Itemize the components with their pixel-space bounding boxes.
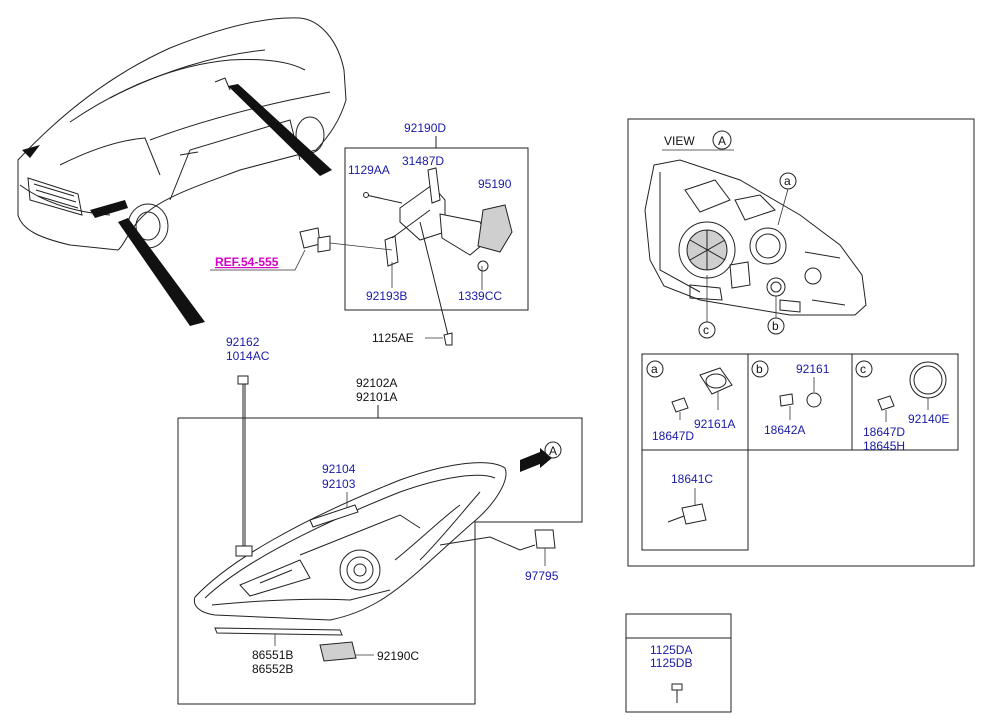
connector-97795 [534, 529, 556, 549]
label-1125DA: 1125DA [650, 643, 692, 657]
label-86552B: 86552B [252, 662, 293, 676]
bolt-92162 [237, 375, 249, 385]
bulb-18647D-c [877, 395, 895, 411]
label-1125DB: 1125DB [650, 656, 692, 670]
callout-a-letter: a [784, 174, 791, 188]
cap-92161A [699, 367, 733, 395]
bolt-1125AE [443, 332, 453, 346]
label-92161: 92161 [796, 362, 830, 376]
socket-92161 [806, 392, 822, 408]
label-1014AC: 1014AC [226, 349, 270, 363]
view-marker-a-letter: A [549, 444, 557, 458]
trim-92104 [309, 504, 359, 528]
module-92190C [319, 641, 357, 662]
detail-a-tag: a [651, 362, 658, 376]
detail-b-tag: b [756, 362, 763, 376]
label-97795: 97795 [525, 569, 559, 583]
view-marker-letter: A [718, 134, 726, 148]
label-18647D-a: 18647D [652, 429, 694, 443]
cap-92140E [909, 361, 947, 399]
detail-c-tag: c [860, 362, 866, 376]
detail-a: a 92161A 18647D [646, 360, 735, 443]
strip-86551B [214, 627, 343, 636]
view-marker-a [544, 441, 562, 459]
label-1129AA: 1129AA [348, 163, 390, 177]
label-92190C: 92190C [377, 649, 419, 663]
label-92103: 92103 [322, 477, 356, 491]
label-92190D: 92190D [404, 121, 446, 135]
view-a-panel: VIEW A a c b [627, 118, 975, 567]
callout-c-letter: c [703, 323, 709, 337]
headlamp-assembly-group: 92102A 92101A 92162 1014AC 92104 92103 A… [177, 335, 583, 705]
detail-hid-bulb: 18641C [667, 472, 713, 525]
label-92161A: 92161A [694, 417, 735, 431]
label-18647D-c: 18647D [863, 425, 905, 439]
reference-link[interactable]: REF.54-555 [210, 227, 393, 271]
label-92104: 92104 [322, 462, 356, 476]
connector-group-97795: 97795 [439, 529, 559, 583]
link-92193B [384, 235, 399, 267]
bulb-18641C [681, 503, 707, 525]
label-18642A: 18642A [764, 423, 805, 437]
view-direction-arrow-icon [520, 448, 552, 472]
bulb-18642A [779, 393, 794, 407]
headlamp-rear-view [644, 159, 867, 316]
bolt-1125DA [671, 683, 683, 691]
label-92101A: 92101A [356, 390, 397, 404]
car-illustration [17, 17, 347, 326]
label-18645H: 18645H [863, 439, 905, 453]
bracket-assembly-group: 92190D 1129AA 31487D 95190 92193B 1339CC… [344, 121, 529, 346]
bolt-box: 1125DA 1125DB [625, 613, 732, 713]
label-86551B: 86551B [252, 648, 293, 662]
label-92193B: 92193B [366, 289, 407, 303]
label-18641C: 18641C [671, 472, 713, 486]
bulb-18647D-a [671, 397, 689, 413]
bracket-cover-95190 [477, 204, 513, 253]
view-title: VIEW [664, 134, 695, 148]
headlamp-housing [193, 462, 507, 621]
nut-1339CC [477, 260, 489, 272]
label-1339CC: 1339CC [458, 289, 502, 303]
detail-b: b 92161 18642A [751, 360, 830, 437]
label-92102A: 92102A [356, 376, 397, 390]
label-95190: 95190 [478, 177, 512, 191]
callout-b-letter: b [772, 319, 779, 333]
label-92140E: 92140E [908, 412, 949, 426]
label-31487D: 31487D [402, 154, 444, 168]
label-92162: 92162 [226, 335, 260, 349]
detail-c: c 92140E 18647D 18645H [855, 360, 949, 453]
label-ref-54-555[interactable]: REF.54-555 [215, 255, 279, 269]
label-1125AE: 1125AE [372, 331, 414, 345]
